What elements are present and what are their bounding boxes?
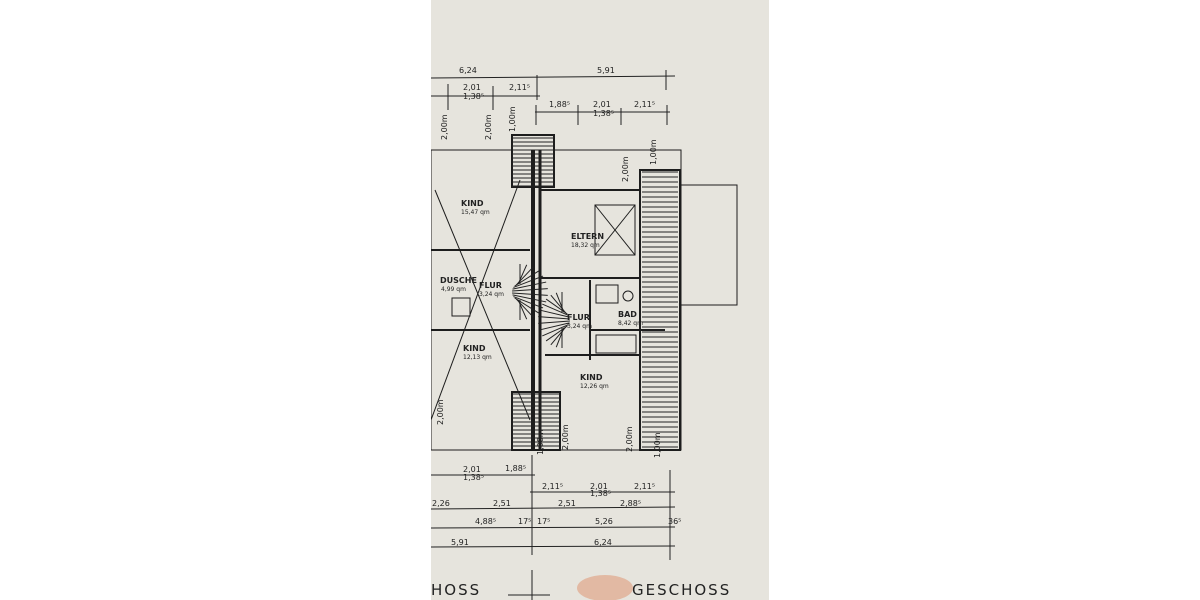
floor-title-left: HOSS	[431, 581, 481, 599]
dimension-label: 5,91	[451, 538, 469, 547]
stair-tread	[512, 294, 547, 303]
stair-tread	[538, 316, 570, 320]
floor-plan-drawing: KIND 15,47 qm DUSCHE 4,99 qm FLUR 3,24 q…	[430, 66, 738, 600]
dimension-label: 2,88⁵	[620, 499, 641, 508]
room-name: FLUR	[567, 313, 590, 322]
dimension-label: 2,11⁵	[634, 100, 655, 109]
stair-tread	[512, 288, 548, 292]
room-name: BAD	[618, 310, 637, 319]
dimension-label: 2,00m	[436, 399, 445, 425]
stair-tread	[512, 281, 547, 290]
dimension-label: 2,01	[463, 465, 481, 474]
room-name: KIND	[463, 344, 486, 353]
room-name: FLUR	[479, 281, 502, 290]
stair-tread	[555, 292, 565, 313]
stair-tread	[513, 296, 544, 309]
stair-tread	[515, 298, 534, 318]
dimension-label: 2,00m	[561, 424, 570, 450]
dimension-label: 2,00m	[625, 426, 634, 452]
room-name: DUSCHE	[440, 276, 477, 285]
dimension-label: 2,01	[590, 482, 608, 491]
dimension-label: 2,11⁵	[634, 482, 655, 491]
dimension-label: 2,11⁵	[542, 482, 563, 491]
dimension-label: 1,38⁵	[593, 109, 614, 118]
dimension-label: 4,88⁵	[475, 517, 496, 526]
stair-tread	[539, 322, 570, 331]
stair-tread	[545, 325, 568, 342]
dimension-label: 2,00m	[621, 156, 630, 182]
dimension-label: 6,24	[459, 66, 477, 75]
room-area: 8,42 qm	[618, 320, 643, 327]
dimension-lines	[430, 70, 676, 600]
dimension-label: 1,00m	[536, 429, 545, 455]
dimension-label: 1,88⁵	[549, 100, 570, 109]
room-name: KIND	[461, 199, 484, 208]
dimension-label: 36⁵	[668, 517, 681, 526]
stair-tread	[512, 292, 548, 296]
dimension-label: 17⁵	[518, 517, 531, 526]
stair-tread	[538, 320, 570, 324]
dimension-label: 5,91	[597, 66, 615, 75]
dimension-label: 2,01	[593, 100, 611, 109]
stair-tread	[514, 297, 539, 314]
stair-treads	[512, 137, 678, 448]
dimension-label: 2,01	[463, 83, 481, 92]
room-area: 15,47 qm	[461, 209, 490, 216]
stair-tread	[542, 303, 569, 316]
dimension-label: 1,00m	[653, 432, 662, 458]
dimension-label: 2,11⁵	[509, 83, 530, 92]
dimension-label: 2,00m	[484, 114, 493, 140]
room-area: 3,24 qm	[567, 323, 592, 330]
dimension-label: 1,38⁵	[590, 489, 611, 498]
room-name: ELTERN	[571, 232, 604, 241]
floor-plan-photo: KIND 15,47 qm DUSCHE 4,99 qm FLUR 3,24 q…	[430, 0, 769, 600]
dimension-label: 2,51	[493, 499, 511, 508]
room-area: 3,24 qm	[479, 291, 504, 298]
dimension-label: 5,26	[595, 517, 613, 526]
room-area: 18,32 qm	[571, 242, 600, 249]
dimension-label: 2,51	[558, 499, 576, 508]
dimension-label: 1,88⁵	[505, 464, 526, 473]
stair-tread	[513, 275, 544, 288]
dimension-label: 2,26	[432, 499, 450, 508]
stair-tread	[550, 326, 567, 346]
room-area: 4,99 qm	[441, 286, 466, 293]
vertical-dimensions: 2,00m 2,00m 1,00m 2,00m 1,00m 2,00m 1,00…	[436, 106, 662, 458]
room-area: 12,13 qm	[463, 354, 492, 361]
floor-title-right: GESCHOSS	[632, 581, 731, 599]
finger	[577, 575, 633, 600]
dimension-label: 6,24	[594, 538, 612, 547]
stair-tread	[539, 309, 570, 318]
stair-tread	[542, 324, 569, 337]
room-labels: KIND 15,47 qm DUSCHE 4,99 qm FLUR 3,24 q…	[440, 199, 643, 390]
top-dimensions: 6,24 5,91 2,01 1,38⁵ 2,11⁵ 1,88⁵ 2,01 1,…	[459, 66, 655, 118]
walls	[430, 134, 738, 451]
room-name: KIND	[580, 373, 603, 382]
room-area: 12,26 qm	[580, 383, 609, 390]
dimension-label: 1,38⁵	[463, 92, 484, 101]
dimension-label: 1,00m	[508, 106, 517, 132]
bottom-dimensions: 2,01 1,38⁵ 1,88⁵ 2,11⁵ 2,01 1,38⁵ 2,11⁵ …	[432, 464, 681, 547]
dimension-label: 1,00m	[649, 139, 658, 165]
dimension-label: 1,38⁵	[463, 473, 484, 482]
dimension-label: 2,00m	[440, 114, 449, 140]
dimension-label: 17⁵	[537, 517, 550, 526]
